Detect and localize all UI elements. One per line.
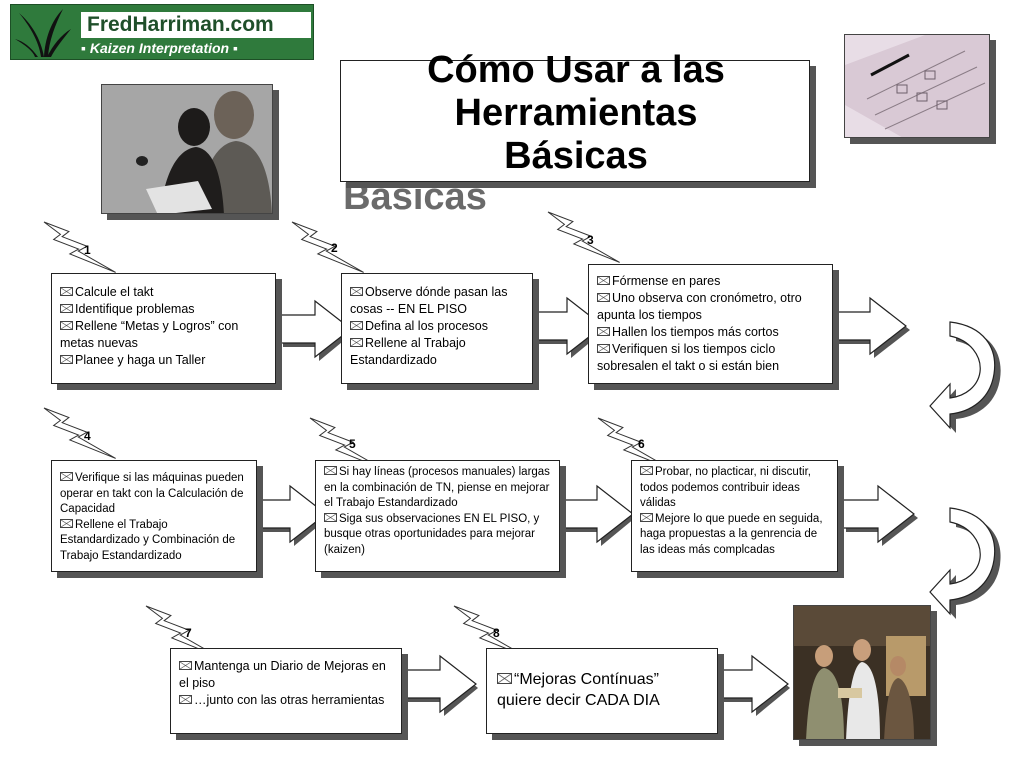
step-6-item: Probar, no placticar, ni discutir, todos…	[640, 466, 811, 509]
step-box-6: Probar, no placticar, ni discutir, todos…	[631, 460, 838, 572]
step-1-item: Planee y haga un Taller	[60, 352, 267, 369]
envelope-icon	[60, 321, 73, 330]
u-turn-arrow-icon	[929, 321, 1001, 433]
right-arrow-icon	[841, 485, 918, 546]
people-illustration	[102, 85, 272, 213]
step-number-6: 6	[638, 437, 645, 451]
step-number-2: 2	[331, 241, 338, 255]
logo: FredHarriman.com ▪ Kaizen Interpretation…	[10, 4, 314, 60]
title-line-3: Básicas	[504, 135, 648, 177]
step-number-5: 5	[349, 437, 356, 451]
envelope-icon	[60, 472, 73, 481]
envelope-icon	[179, 695, 192, 704]
workshop-illustration	[794, 606, 930, 739]
step-box-5: Si hay líneas (procesos manuales) largas…	[315, 460, 560, 572]
envelope-icon	[597, 344, 610, 353]
right-arrow-icon	[833, 297, 910, 358]
step-1-item: Calcule el takt	[60, 284, 267, 301]
envelope-icon	[60, 304, 73, 313]
step-number-4: 4	[84, 429, 91, 443]
people-photo	[101, 84, 273, 214]
step-8-item: “Mejoras Contínuas” quiere decir CADA DI…	[497, 671, 660, 709]
envelope-icon	[60, 287, 73, 296]
step-4-item: Verifique si las máquinas pueden operar …	[60, 472, 244, 515]
step-2-item: Defina al los procesos	[350, 318, 524, 335]
step-box-1: Calcule el takt Identifique problemas Re…	[51, 273, 276, 384]
workshop-photo	[793, 605, 931, 740]
page-title-shadow: Básicas	[160, 176, 670, 219]
step-number-7: 7	[185, 626, 192, 640]
envelope-icon	[350, 338, 363, 347]
step-number-8: 8	[493, 626, 500, 640]
envelope-icon	[60, 518, 73, 528]
lightning-bolt-icon	[541, 211, 626, 263]
drawing-photo	[844, 34, 990, 138]
lightning-bolt-icon	[37, 221, 122, 273]
envelope-icon	[324, 512, 337, 522]
right-arrow-icon	[253, 485, 328, 546]
step-5-item: Siga sus observaciones EN EL PISO, y bus…	[324, 512, 540, 556]
title-line-2: Herramientas	[454, 92, 698, 134]
envelope-icon	[324, 466, 337, 475]
step-number-1: 1	[84, 243, 91, 257]
step-number-3: 3	[587, 233, 594, 247]
title-line-1: Cómo Usar a las	[427, 49, 725, 91]
right-arrow-icon	[560, 485, 635, 546]
envelope-icon	[597, 327, 610, 336]
title-shadow-text: Básicas	[343, 176, 487, 218]
step-2-item: Rellene al Trabajo Estandardizado	[350, 336, 466, 367]
envelope-icon	[60, 355, 73, 364]
envelope-icon	[640, 512, 653, 522]
logo-name: FredHarriman.com	[81, 12, 311, 38]
grass-logo-icon	[11, 5, 75, 59]
step-3-item: Fórmense en pares	[597, 273, 824, 290]
envelope-icon	[640, 466, 653, 475]
envelope-icon	[497, 673, 512, 684]
u-turn-arrow-icon	[929, 507, 1001, 619]
envelope-icon	[350, 321, 363, 330]
step-3-item: Hallen los tiempos más cortos	[597, 324, 824, 341]
step-box-4: Verifique si las máquinas pueden operar …	[51, 460, 257, 572]
envelope-icon	[350, 287, 363, 296]
step-box-7: Mantenga un Diario de Mejoras en el piso…	[170, 648, 402, 734]
step-5-item: Si hay líneas (procesos manuales) largas…	[324, 466, 550, 509]
step-7-item: …junto con las otras herramientas	[179, 692, 393, 709]
step-box-3: Fórmense en pares Uno observa con cronóm…	[588, 264, 833, 384]
envelope-icon	[597, 293, 610, 302]
step-3-item: Uno observa con cronómetro, otro apunta …	[597, 291, 802, 322]
step-box-8: “Mejoras Contínuas” quiere decir CADA DI…	[486, 648, 718, 734]
envelope-icon	[179, 661, 192, 670]
right-arrow-icon	[530, 297, 605, 358]
step-1-item: Identifique problemas	[60, 301, 267, 318]
step-1-item: Rellene “Metas y Logros” con metas nueva…	[60, 319, 239, 350]
drawing-illustration	[845, 35, 989, 137]
step-box-2: Observe dónde pasan las cosas -- EN EL P…	[341, 273, 533, 384]
step-7-item: Mantenga un Diario de Mejoras en el piso	[179, 659, 386, 690]
logo-tagline-text: Kaizen Interpretation	[89, 40, 230, 56]
right-arrow-icon	[403, 655, 478, 716]
right-arrow-icon	[715, 655, 790, 716]
envelope-icon	[597, 276, 610, 285]
step-2-item: Observe dónde pasan las cosas -- EN EL P…	[350, 285, 508, 316]
step-3-item: Verifiquen si los tiempos ciclo sobresal…	[597, 342, 780, 373]
right-arrow-icon	[278, 300, 353, 361]
logo-tagline: ▪ Kaizen Interpretation ▪	[81, 40, 238, 56]
lightning-bolt-icon	[285, 221, 370, 273]
step-4-item: Rellene el Trabajo Estandardizado y Comb…	[60, 518, 236, 562]
title-box: Cómo Usar a las Herramientas Básicas	[340, 49, 810, 182]
lightning-bolt-icon	[37, 407, 122, 459]
page-title: Cómo Usar a las Herramientas Básicas	[341, 49, 811, 178]
step-6-item: Mejore lo que puede en seguida, haga pro…	[640, 512, 823, 556]
